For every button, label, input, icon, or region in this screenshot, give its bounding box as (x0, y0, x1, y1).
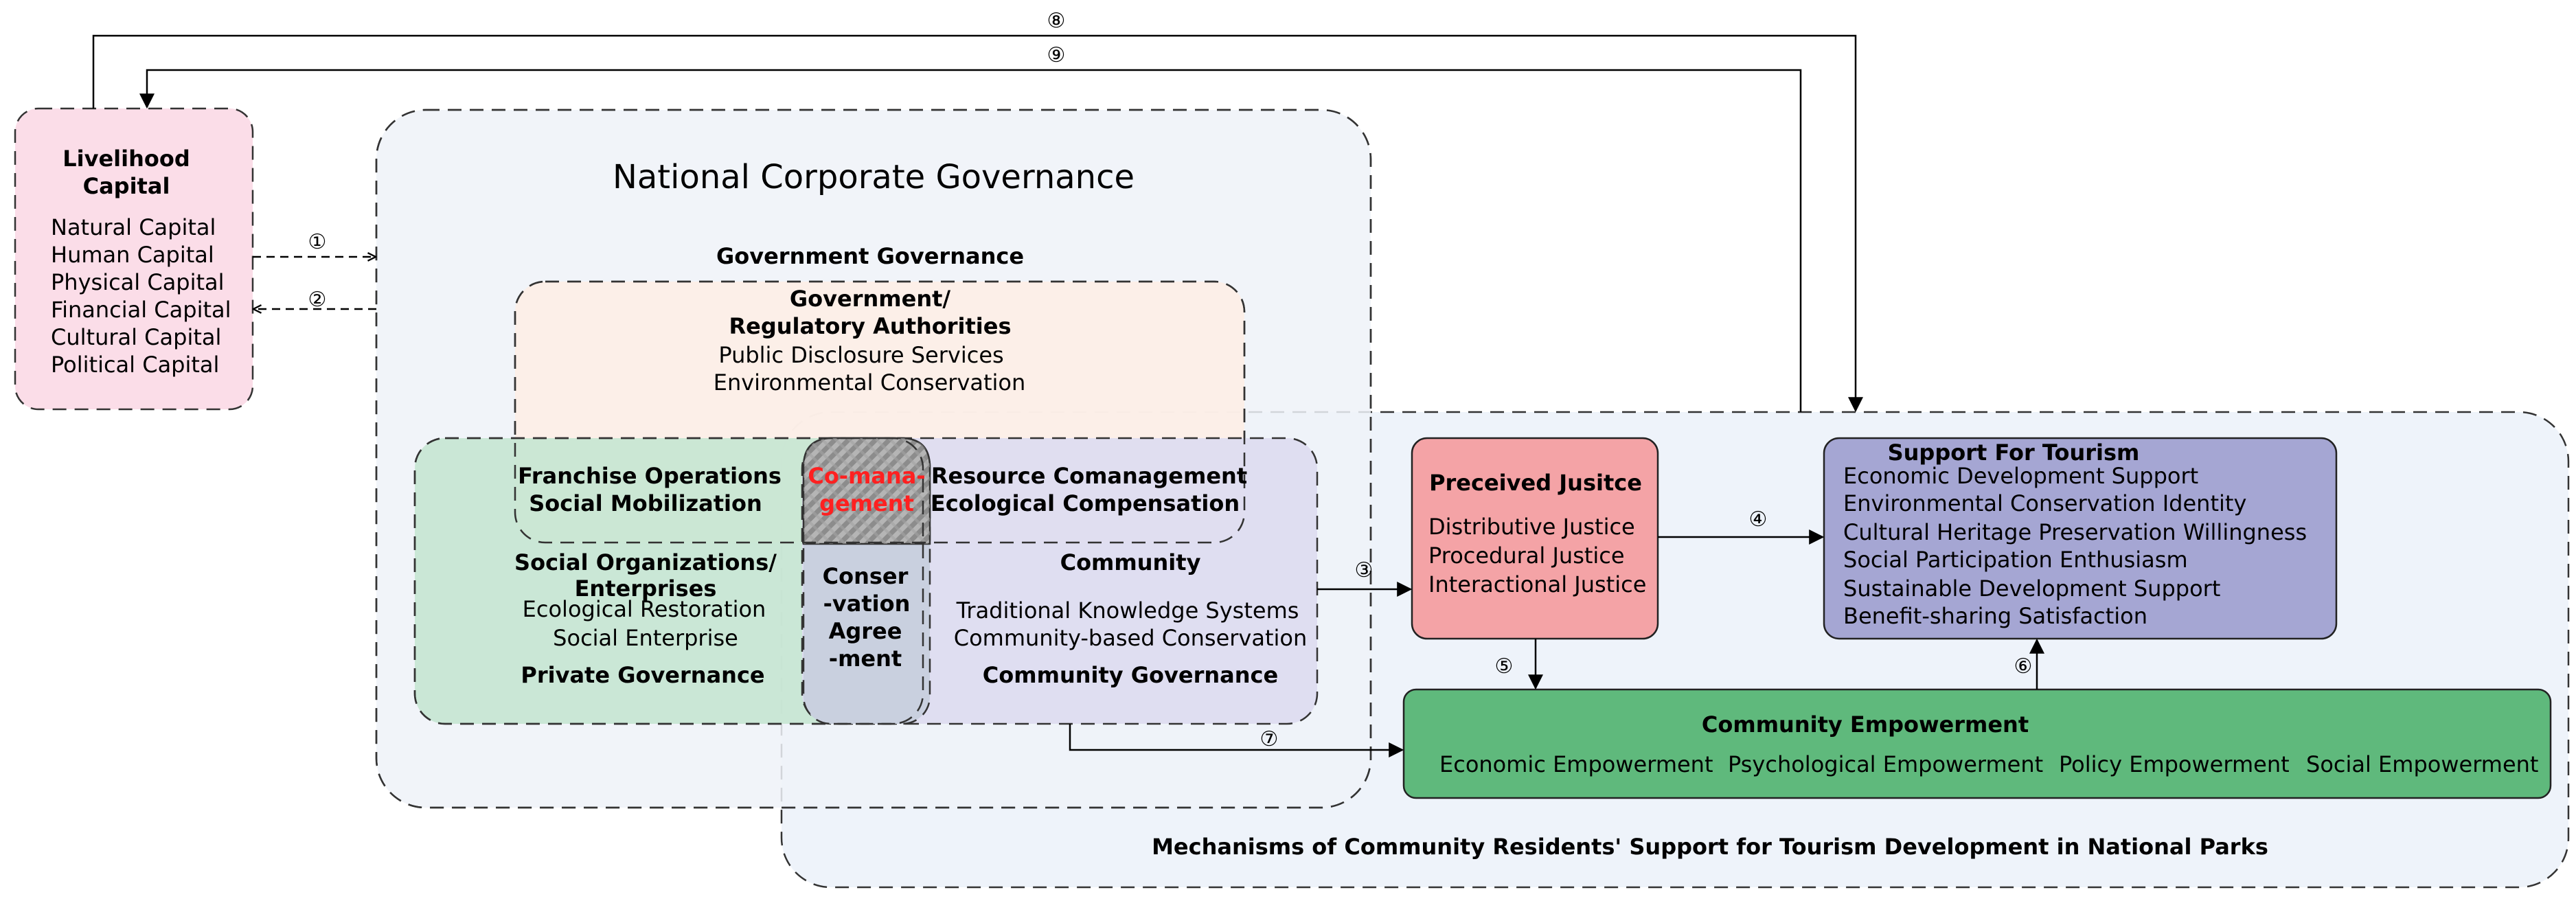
empowerment-item: Psychological Empowerment (1728, 751, 2043, 777)
support-item: Cultural Heritage Preservation Willingne… (1843, 519, 2307, 545)
private-governance-outline (413, 437, 924, 725)
arrow-7 (1069, 724, 1404, 757)
marker-3: ③ (1355, 558, 1374, 582)
community-empowerment-title: Community Empowerment (1702, 711, 2029, 738)
support-tourism-title: Support For Tourism (1888, 440, 2140, 466)
justice-item: Interactional Justice (1428, 571, 1646, 597)
arrow-9 (139, 69, 1802, 412)
government-regulatory-outline (514, 280, 1246, 544)
support-item: Environmental Conservation Identity (1843, 490, 2246, 516)
empowerment-item: Policy Empowerment (2059, 751, 2290, 777)
resource-comanagement-label: Resource Comanagement (931, 463, 1247, 489)
marker-7: ⑦ (1260, 727, 1279, 751)
livelihood-item: Financial Capital (51, 297, 231, 323)
ecological-compensation-label: Ecological Compensation (931, 490, 1240, 516)
empowerment-item: Economic Empowerment (1439, 751, 1713, 777)
enterprises-label: Enterprises (575, 575, 717, 602)
private-item: Ecological Restoration (523, 596, 766, 622)
livelihood-title-1: Livelihood (62, 146, 190, 172)
franchise-operations-label: Franchise Operations (518, 463, 782, 489)
private-governance-label: Private Governance (521, 662, 764, 688)
arrow-8 (92, 34, 1863, 413)
marker-2: ② (308, 288, 327, 312)
marker-1: ① (308, 230, 327, 254)
conservation-agreement-line: -ment (829, 646, 902, 672)
conservation-agreement-line: Agree (829, 618, 902, 644)
community-governance-label: Community Governance (983, 662, 1278, 688)
support-item: Social Participation Enthusiasm (1843, 547, 2188, 573)
livelihood-item: Cultural Capital (51, 324, 221, 350)
social-mobilization-label: Social Mobilization (529, 490, 762, 516)
livelihood-item: Political Capital (51, 352, 219, 378)
private-item: Social Enterprise (553, 625, 738, 651)
livelihood-item: Natural Capital (51, 214, 216, 240)
livelihood-item: Physical Capital (51, 269, 225, 295)
gov-reg-title-2: Regulatory Authorities (729, 313, 1011, 339)
community-empowerment-box (1402, 688, 2552, 799)
community-item: Traditional Knowledge Systems (956, 597, 1299, 624)
mechanisms-caption: Mechanisms of Community Residents' Suppo… (1152, 834, 2268, 860)
co-management-label-1: Co-mana- (808, 463, 925, 489)
gov-reg-title-1: Government/ (790, 286, 951, 312)
marker-8: ⑧ (1047, 9, 1066, 33)
conservation-agreement-line: -vation (823, 591, 911, 617)
ncg-outline (375, 109, 1372, 809)
community-title: Community (1060, 549, 1201, 575)
marker-9: ⑨ (1047, 43, 1066, 67)
justice-item: Procedural Justice (1428, 543, 1625, 569)
support-item: Benefit-sharing Satisfaction (1843, 603, 2147, 629)
marker-5: ⑤ (1495, 654, 1514, 678)
conservation-agreement-line: Conser (823, 563, 909, 589)
support-item: Economic Development Support (1843, 463, 2198, 489)
livelihood-capital-box (14, 107, 254, 411)
livelihood-item: Human Capital (51, 242, 214, 268)
gov-reg-item: Public Disclosure Services (718, 342, 1003, 368)
government-governance-label: Government Governance (716, 243, 1024, 269)
livelihood-title-2: Capital (83, 173, 170, 199)
justice-item: Distributive Justice (1428, 514, 1635, 540)
marker-6: ⑥ (2014, 654, 2033, 678)
gov-reg-item: Environmental Conservation (714, 369, 1026, 396)
empowerment-item: Social Empowerment (2306, 751, 2538, 777)
ncg-title: National Corporate Governance (613, 158, 1135, 196)
support-item: Sustainable Development Support (1843, 575, 2220, 602)
social-organizations-label: Social Organizations/ (514, 549, 777, 575)
community-governance-box (801, 437, 1319, 725)
community-item: Community-based Conservation (954, 625, 1308, 651)
co-management-texture (803, 438, 930, 544)
marker-4: ④ (1749, 507, 1768, 532)
co-management-label-2: gement (819, 490, 914, 516)
perceived-justice-title: Preceived Jusitce (1429, 470, 1642, 496)
